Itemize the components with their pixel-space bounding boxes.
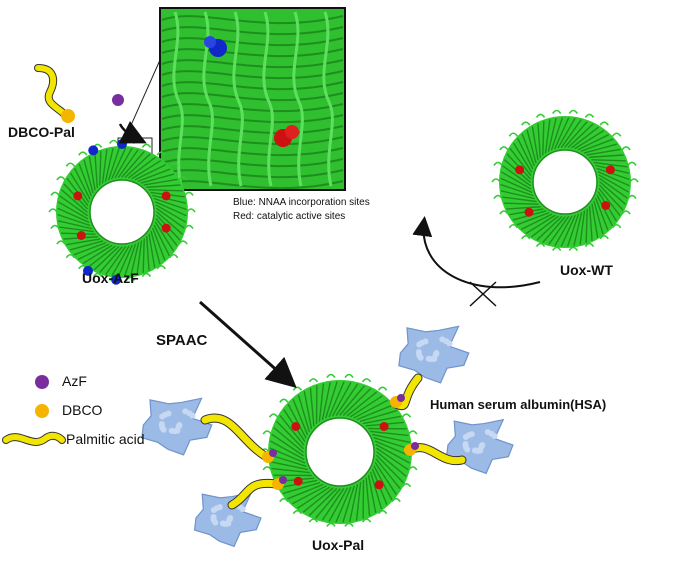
legend-dbco-label: DBCO — [62, 402, 102, 418]
uox-wt-protein — [492, 111, 638, 251]
legend-dbco-icon — [35, 404, 49, 418]
dbco-pal-molecule — [38, 68, 75, 123]
reaction-arrow — [200, 302, 290, 382]
uox-pal-label: Uox-Pal — [312, 537, 364, 553]
uox-wt-label: Uox-WT — [560, 262, 613, 278]
uox-azf-label: Uox-AzF — [82, 270, 139, 286]
legend-azf-label: AzF — [62, 373, 87, 389]
dbco-pal-label: DBCO-Pal — [8, 124, 75, 140]
note-blue: Blue: NNAA incorporation sites — [233, 196, 370, 210]
azf-molecule — [112, 94, 124, 106]
spaac-label: SPAAC — [156, 332, 207, 349]
site-legend-note: Blue: NNAA incorporation sites Red: cata… — [233, 196, 370, 224]
legend-azf-icon — [35, 375, 49, 389]
hsa-label: Human serum albumin(HSA) — [430, 397, 606, 412]
note-red: Red: catalytic active sites — [233, 210, 370, 224]
legend — [6, 375, 62, 442]
legend-palmitic-label: Palmitic acid — [66, 431, 145, 447]
